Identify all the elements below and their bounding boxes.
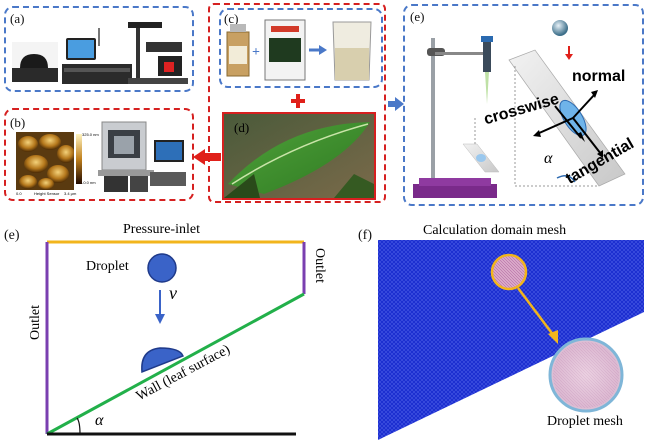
- left-outlet-label: Outlet: [28, 305, 43, 340]
- afm-axis-mid: Height Sensor: [34, 191, 60, 196]
- panel-a: (a): [4, 6, 194, 92]
- contact-angle-instrument-image: [62, 22, 188, 84]
- droplet-label: Droplet: [86, 259, 129, 274]
- zoom-arrow-icon: [548, 330, 558, 344]
- afm-color-scale: [76, 134, 82, 184]
- mesh-title: Calculation domain mesh: [423, 223, 567, 238]
- afm-height-image: [16, 132, 74, 190]
- cfd-domain-diagram: [45, 240, 306, 436]
- pressure-inlet-label: Pressure-inlet: [123, 222, 200, 237]
- panel-f-label: (f): [358, 228, 372, 243]
- contact-angle-droplet-image: [12, 42, 58, 82]
- panel-c-label: (c): [224, 11, 239, 26]
- angle-arc: [76, 417, 81, 435]
- mesh-domain-image: [378, 240, 644, 440]
- droplet-mesh-label: Droplet mesh: [547, 414, 623, 429]
- afm-scale-top-value: 325.0 nm: [82, 132, 99, 137]
- panel-d-label: (d): [234, 120, 250, 135]
- afm-axis-right: 3.4 μm: [64, 191, 77, 196]
- afm-instrument-image: [98, 121, 186, 192]
- blue-arrow-icon: [388, 97, 404, 111]
- panel-e-bottom-label: (e): [4, 228, 20, 243]
- panel-e-top-label: (e): [410, 9, 425, 24]
- wall-boundary: [46, 292, 305, 436]
- velocity-arrow-icon: [155, 314, 165, 324]
- panel-cd-frame: [208, 3, 386, 203]
- experiment-setup-diagram: [413, 20, 626, 198]
- banana-leaf-photo: [224, 114, 374, 198]
- panel-b-label: (b): [10, 115, 26, 130]
- cfd-alpha-label: α: [95, 412, 104, 429]
- droplet-circle: [147, 253, 177, 283]
- sessile-droplet: [141, 347, 184, 374]
- velocity-symbol: v: [169, 283, 177, 303]
- normal-axis-label: normal: [572, 68, 626, 85]
- formulation-materials-image: +: [226, 19, 372, 81]
- angle-alpha-label: α: [544, 150, 553, 167]
- panel-e-top: (e): [403, 4, 644, 206]
- afm-axis-left: 0.0: [16, 191, 22, 196]
- svg-text:+: +: [252, 45, 260, 60]
- panel-d: (d): [222, 112, 376, 200]
- right-outlet-label: Outlet: [312, 248, 327, 283]
- panel-c: (c) +: [219, 8, 383, 88]
- afm-scale-bottom-value: -0.0 nm: [82, 180, 96, 185]
- panel-b: (b) 325.0 nm -0.0 nm 0.0 Height S: [4, 108, 194, 201]
- panel-a-label: (a): [10, 11, 25, 26]
- plus-icon: [291, 94, 305, 108]
- red-arrow-icon: [193, 149, 221, 165]
